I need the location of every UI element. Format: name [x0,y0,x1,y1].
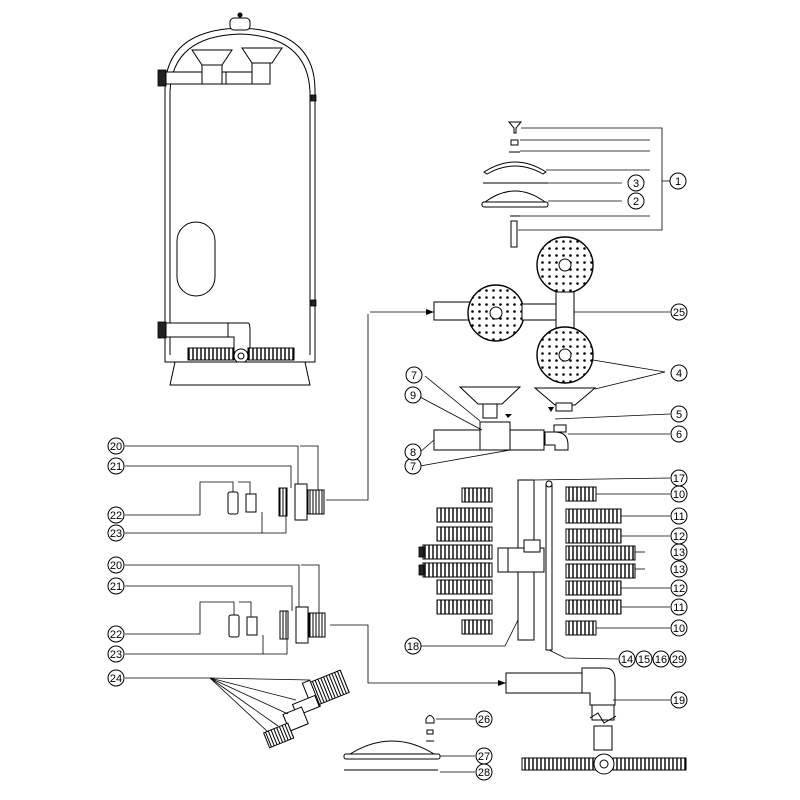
callout-15-text: 15 [638,654,650,666]
callout-18-text: 18 [407,641,419,653]
callout-25-text: 25 [673,307,685,319]
collector-header-assembly [419,375,671,467]
callout-6-text: 6 [676,429,682,441]
callout-22-lower: 22 [107,625,125,643]
callout-11-upper: 11 [670,507,688,525]
callout-17: 17 [670,469,688,487]
callout-5: 5 [670,405,688,423]
callout-11-lower: 11 [670,598,688,616]
callout-7-upper-text: 7 [411,370,417,382]
callout-12-upper-text: 12 [673,531,685,543]
callout-23-upper: 23 [107,524,125,542]
callout-21-lower-text: 21 [110,581,122,593]
callout-labels: 1 2 3 4 5 6 7 7 8 9 10 10 11 11 12 12 13… [107,172,688,781]
callout-24-text: 24 [110,673,122,685]
drain-fittings-group [125,669,350,749]
callout-19-text: 19 [673,695,685,707]
callout-21-upper-text: 21 [110,461,122,473]
callout-4: 4 [670,364,688,382]
callout-22-lower-text: 22 [110,629,122,641]
callout-23-lower: 23 [107,645,125,663]
callout-20-upper-text: 20 [110,441,122,453]
callout-4-text: 4 [676,368,682,380]
callout-10-upper-text: 10 [673,489,685,501]
callout-13-lower: 13 [670,560,688,578]
lower-bulkhead-group [125,564,326,655]
lid-spares-group [343,715,475,773]
callout-8-text: 8 [410,447,416,459]
callout-19: 19 [670,691,688,709]
callout-14-text: 14 [621,654,633,666]
lid-hardware-group [481,121,670,248]
callout-5-text: 5 [676,409,682,421]
callout-18: 18 [404,637,422,655]
callout-6: 6 [670,425,688,443]
callout-24: 24 [107,669,125,687]
callout-14: 14 [618,650,636,668]
callout-15: 15 [635,650,653,668]
lower-collector-assembly [330,624,687,775]
callout-22-upper: 22 [107,506,125,524]
callout-21-upper: 21 [107,457,125,475]
callout-27-text: 27 [478,751,490,763]
callout-3: 3 [627,174,645,192]
callout-8: 8 [404,443,422,461]
callout-22-upper-text: 22 [110,510,122,522]
callout-12-lower: 12 [670,579,688,597]
callout-26: 26 [475,710,493,728]
callout-13-upper-text: 13 [673,547,685,559]
callout-25: 25 [670,303,688,321]
callout-1: 1 [669,172,687,190]
callout-21-lower: 21 [107,577,125,595]
callout-7-lower-text: 7 [410,461,416,473]
filter-tank [157,12,317,386]
callout-2-text: 2 [633,196,639,208]
lateral-hub-assembly [418,477,671,660]
callout-13-upper: 13 [670,543,688,561]
callout-20-upper: 20 [107,437,125,455]
callout-10-lower-text: 10 [673,623,685,635]
callout-17-text: 17 [673,473,685,485]
callout-13-lower-text: 13 [673,564,685,576]
callout-10-lower: 10 [670,619,688,637]
callout-9: 9 [404,386,422,404]
callout-29-text: 29 [672,654,684,666]
callout-20-lower-text: 20 [110,560,122,572]
callout-2: 2 [627,192,645,210]
callout-28: 28 [475,763,493,781]
callout-12-upper: 12 [670,527,688,545]
callout-7-upper: 7 [405,366,423,384]
callout-26-text: 26 [478,714,490,726]
callout-9-text: 9 [410,390,416,402]
callout-3-text: 3 [633,178,639,190]
callout-1-text: 1 [675,176,681,188]
callout-28-text: 28 [478,767,490,779]
callout-16: 16 [652,650,670,668]
upper-bulkhead-group [125,445,325,534]
upper-distributor-assembly [326,236,670,501]
callout-27: 27 [475,747,493,765]
callout-12-lower-text: 12 [673,583,685,595]
callout-11-lower-text: 11 [673,602,684,614]
callout-20-lower: 20 [107,556,125,574]
callout-11-upper-text: 11 [673,511,684,523]
callout-23-lower-text: 23 [110,649,122,661]
callout-16-text: 16 [655,654,667,666]
callout-29: 29 [669,650,687,668]
callout-23-upper-text: 23 [110,528,122,540]
callout-10-upper: 10 [670,485,688,503]
